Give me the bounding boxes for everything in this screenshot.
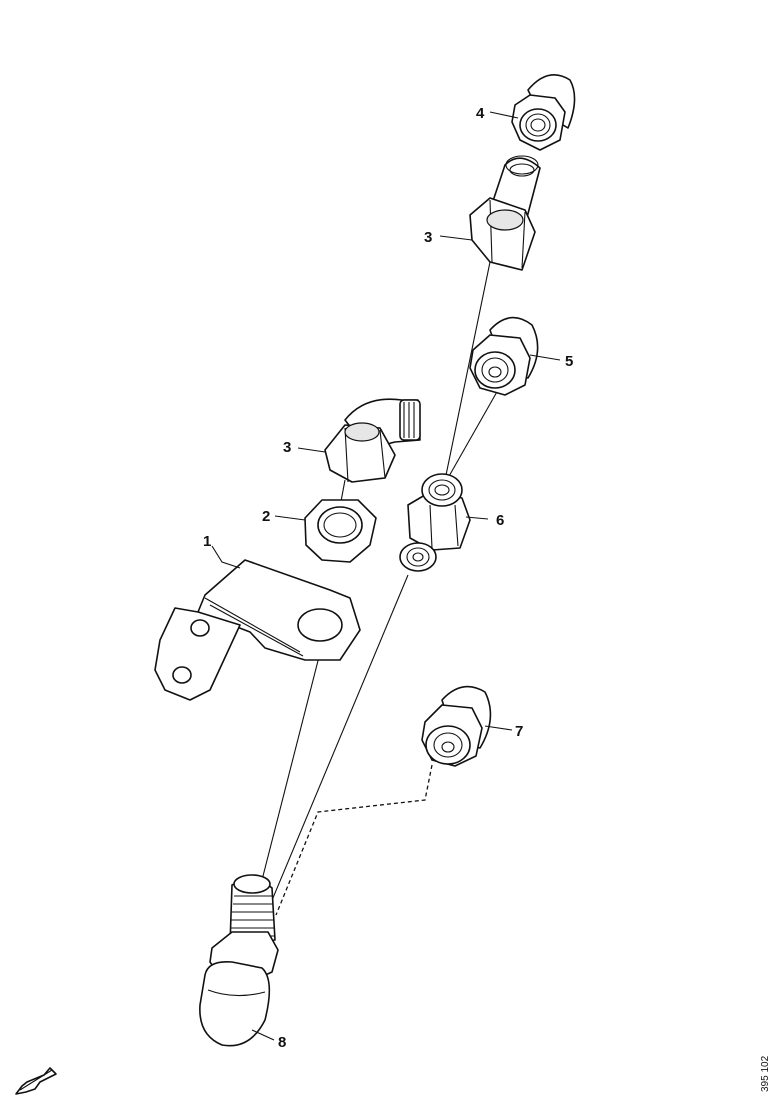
callout-5: 5 [565,353,573,370]
callout-3-upper: 3 [424,229,432,246]
callout-7: 7 [515,723,523,740]
part-3-upper-elbow [469,155,541,271]
assembly-lines [261,261,499,916]
callout-8: 8 [278,1034,286,1051]
callout-6: 6 [496,512,504,529]
part-2-hex-nut [304,499,377,563]
callout-leaders [211,111,561,1041]
callout-labels: 4 3 5 3 2 6 1 7 8 [203,105,573,1051]
part-6-tee [399,473,471,572]
part-1-bracket [154,559,361,701]
callout-1: 1 [203,533,211,550]
part-8-threaded-fitting [199,874,279,1047]
drawing-reference: 395 102 [760,1055,771,1092]
arrow-down-left-icon [15,1067,57,1095]
part-5-union [469,316,539,396]
part-7-adapter [421,685,492,767]
part-4-cap-nut [511,74,576,151]
callout-2: 2 [262,508,270,525]
part-3-lower-elbow [324,398,421,483]
callout-3-lower: 3 [283,439,291,456]
callout-4: 4 [476,105,485,122]
